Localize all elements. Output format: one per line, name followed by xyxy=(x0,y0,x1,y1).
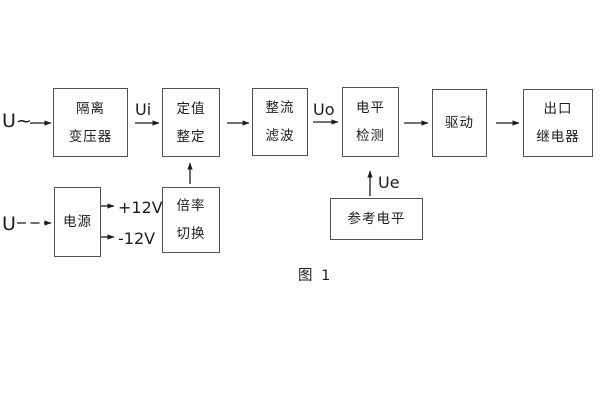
label-signal-ue: Ue xyxy=(378,173,400,192)
block-label: 定值 xyxy=(176,100,206,117)
block-setting-adjustment: 定值 整定 xyxy=(162,88,220,157)
label-negative-rail: -12V xyxy=(118,229,156,248)
block-level-detection: 电平 检测 xyxy=(342,87,399,157)
label-signal-uo: Uo xyxy=(313,100,335,119)
block-rectifier-filter: 整流 滤波 xyxy=(252,88,308,156)
block-label: 隔离 xyxy=(76,100,105,117)
block-label: 整流 xyxy=(265,100,295,116)
block-ratio-switching: 倍率 切换 xyxy=(162,187,220,253)
block-label: 继电器 xyxy=(536,129,580,145)
label-dc-input: U xyxy=(2,213,16,235)
label-signal-ui: Ui xyxy=(135,100,152,119)
block-driver: 驱动 xyxy=(432,89,487,157)
block-isolation-transformer: 隔离 变压器 xyxy=(53,88,128,157)
block-label: 出口 xyxy=(543,101,573,117)
block-label: 电源 xyxy=(63,214,92,230)
label-ac-input: U~ xyxy=(2,110,32,132)
block-label: 检测 xyxy=(356,128,385,144)
block-label: 驱动 xyxy=(445,115,474,131)
block-label: 滤波 xyxy=(265,128,295,144)
block-label: 电平 xyxy=(356,100,385,116)
block-label: 切换 xyxy=(176,226,206,242)
block-power-supply: 电源 xyxy=(54,187,101,257)
block-label: 变压器 xyxy=(68,128,113,145)
block-label: 整定 xyxy=(176,128,206,145)
block-reference-level: 参考电平 xyxy=(330,198,423,240)
block-label: 参考电平 xyxy=(347,211,406,227)
label-positive-rail: +12V xyxy=(118,198,163,217)
figure-caption: 图 1 xyxy=(298,268,333,284)
block-label: 倍率 xyxy=(176,198,206,214)
block-output-relay: 出口 继电器 xyxy=(523,89,593,157)
